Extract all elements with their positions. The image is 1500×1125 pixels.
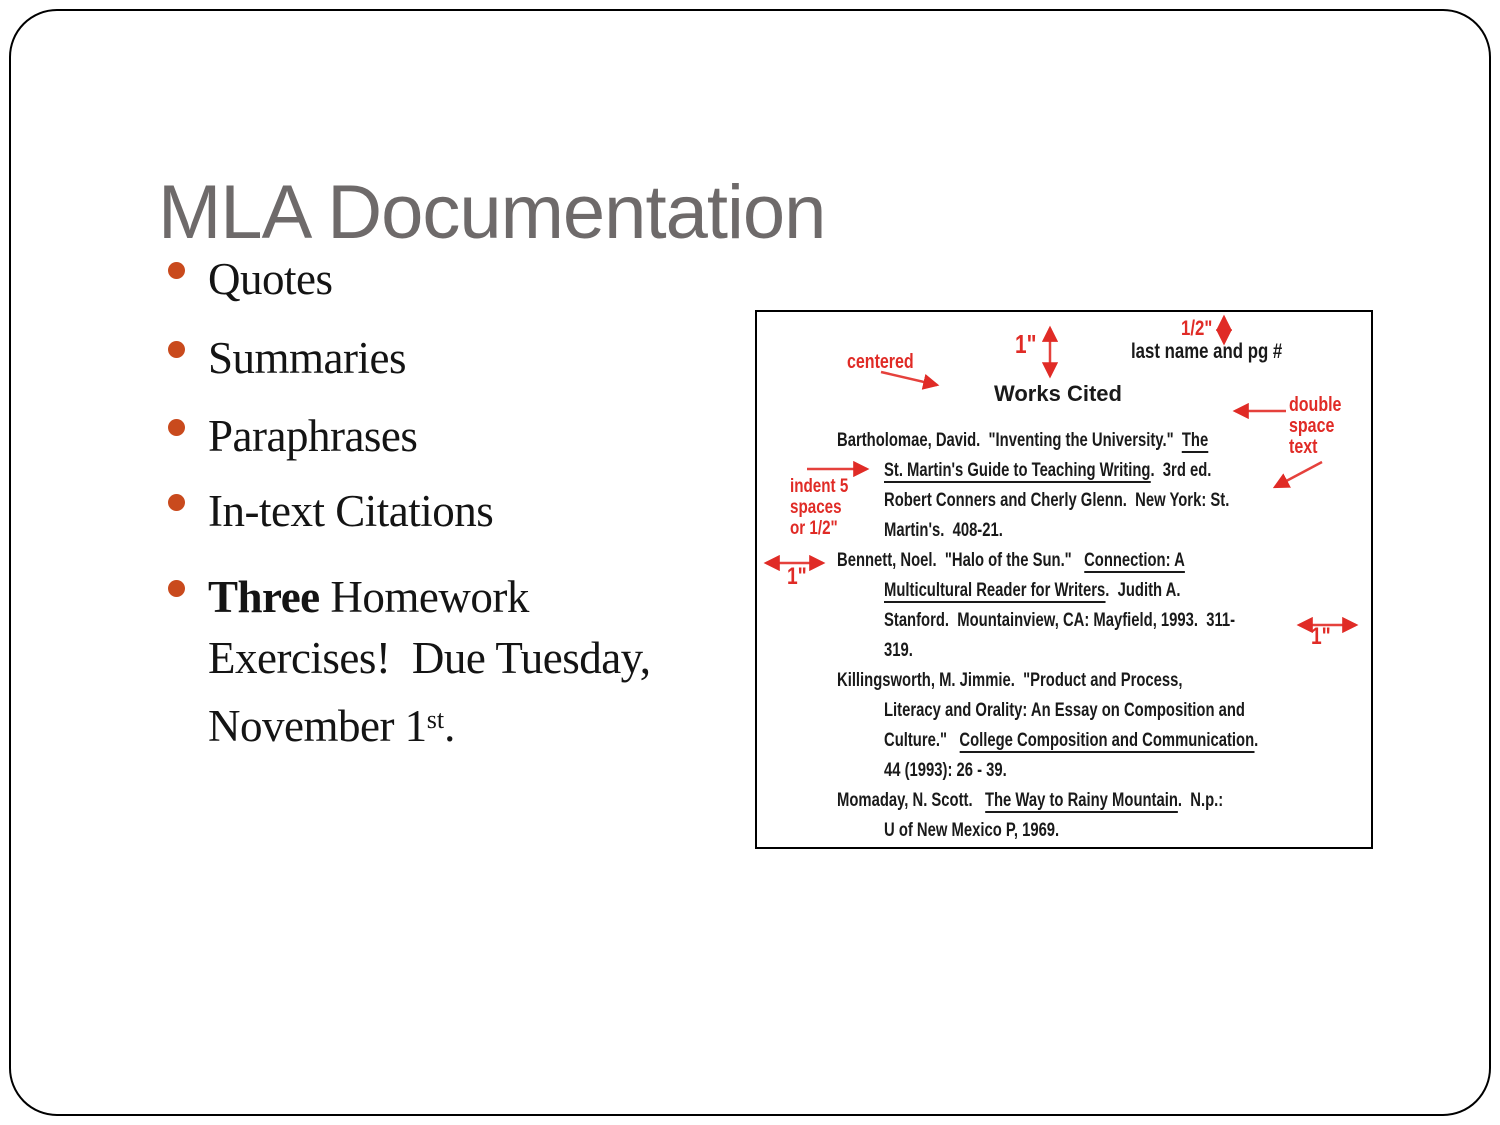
citation-line: Stanford. Mountainview, CA: Mayfield, 19… <box>884 610 1235 632</box>
citation-line: Literacy and Orality: An Essay on Compos… <box>884 700 1245 722</box>
centered-label: centered <box>847 351 914 373</box>
bullet-text-line2: Exercises! Due Tuesday, <box>208 633 651 683</box>
citation-line: U of New Mexico P, 1969. <box>884 820 1059 842</box>
works-cited-heading: Works Cited <box>994 381 1122 406</box>
citation-text: Momaday, N. Scott. <box>837 790 985 811</box>
citation-title-underlined: The <box>1181 430 1209 453</box>
ordinal-superscript: st <box>426 705 445 734</box>
citation-line: 319. <box>884 640 913 662</box>
bullet-icon <box>168 580 185 597</box>
half-inch-label: 1/2" <box>1181 317 1213 340</box>
list-item: In-text Citations <box>168 481 494 542</box>
one-inch-left-label: 1" <box>787 563 807 590</box>
citation-text: Martin's. 408-21. <box>884 520 1003 541</box>
citation-line: Momaday, N. Scott. The Way to Rainy Moun… <box>837 790 1224 813</box>
citation-title-underlined: College Composition and Communication <box>959 730 1255 753</box>
citation-title-underlined: St. Martin's Guide to Teaching Writing <box>884 460 1151 483</box>
citation-text: Robert Conners and Cherly Glenn. New Yor… <box>884 490 1230 511</box>
citation-text: Bennett, Noel. "Halo of the Sun." <box>837 550 1085 571</box>
citation-text: Literacy and Orality: An Essay on Compos… <box>884 700 1245 721</box>
one-inch-top-label: 1" <box>1015 329 1037 359</box>
bullet-icon <box>168 262 185 279</box>
annotation-arrows <box>763 314 1359 634</box>
citation-line: Bennett, Noel. "Halo of the Sun." Connec… <box>837 550 1185 573</box>
citation-text: Culture." <box>884 730 960 751</box>
page-title: MLA Documentation <box>158 169 826 255</box>
citation-line: St. Martin's Guide to Teaching Writing. … <box>884 460 1212 483</box>
bullet-icon <box>168 341 185 358</box>
citation-text: . N.p.: <box>1177 790 1224 811</box>
citation-text: Bartholomae, David. "Inventing the Unive… <box>837 430 1182 451</box>
bullet-text: Summaries <box>208 333 406 383</box>
citation-text: . <box>1254 730 1259 751</box>
bullet-text-line3: November 1 <box>208 701 427 752</box>
list-item: Paraphrases <box>168 406 418 467</box>
bullet-icon <box>168 419 185 436</box>
citation-text: 319. <box>884 640 913 661</box>
citation-line: Robert Conners and Cherly Glenn. New Yor… <box>884 490 1229 512</box>
citation-text: Killingsworth, M. Jimmie. "Product and P… <box>837 670 1183 691</box>
citation-line: Bartholomae, David. "Inventing the Unive… <box>837 430 1209 453</box>
citation-line: Culture." College Composition and Commun… <box>884 730 1259 753</box>
double-space-diagonal-arrow <box>1272 460 1323 489</box>
centered-arrow <box>880 370 940 390</box>
citation-title-underlined: Connection: A <box>1084 550 1185 573</box>
citation-title-underlined: The Way to Rainy Mountain <box>984 790 1178 813</box>
list-item: Summaries <box>168 328 406 389</box>
bullet-text-line3-end: . <box>444 701 455 752</box>
last-name-label: last name and pg # <box>1131 340 1283 363</box>
bullet-bold-word: Three <box>208 572 320 622</box>
citation-text: U of New Mexico P, 1969. <box>884 820 1060 841</box>
citation-text: 44 (1993): 26 - 39. <box>884 760 1007 781</box>
citation-text: . 3rd ed. <box>1150 460 1212 481</box>
bullet-icon <box>168 494 185 511</box>
bullet-text: Paraphrases <box>208 411 418 461</box>
citation-line: Martin's. 408-21. <box>884 520 1003 542</box>
citation-line: Killingsworth, M. Jimmie. "Product and P… <box>837 670 1182 692</box>
one-inch-right-label: 1" <box>1311 623 1331 650</box>
list-item: Quotes <box>168 249 333 310</box>
bullet-text: In-text Citations <box>208 486 494 536</box>
bullet-text-rest: Homework <box>319 572 529 622</box>
citation-line: 44 (1993): 26 - 39. <box>884 760 1007 782</box>
slide-border <box>9 9 1491 1116</box>
bullet-text: Quotes <box>208 254 333 304</box>
citation-title-underlined: Multicultural Reader for Writers <box>884 580 1106 603</box>
works-cited-diagram: centered 1" 1/2" last name and pg # Work… <box>755 310 1373 849</box>
citation-text: Stanford. Mountainview, CA: Mayfield, 19… <box>884 610 1236 631</box>
citation-line: Multicultural Reader for Writers. Judith… <box>884 580 1181 603</box>
citation-text: . Judith A. <box>1105 580 1181 601</box>
